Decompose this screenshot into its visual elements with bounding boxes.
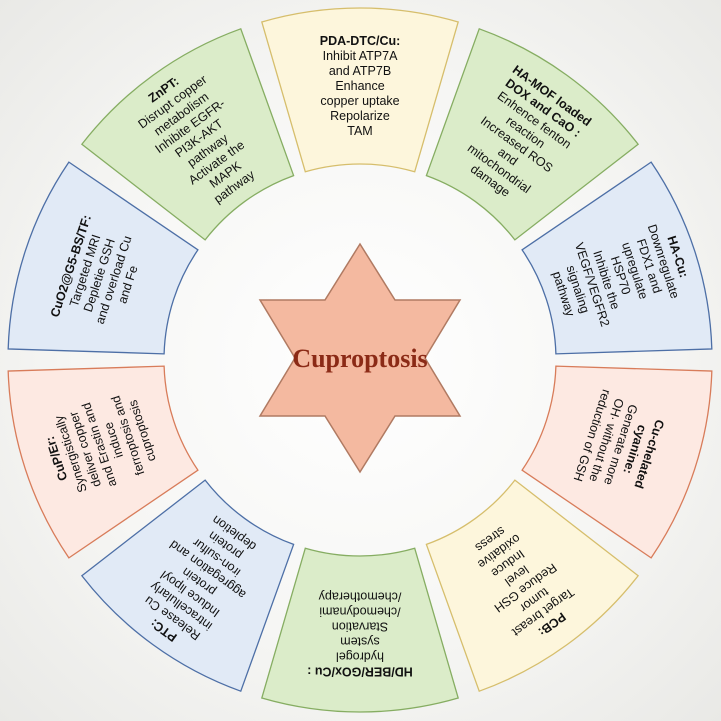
- petal-cup-er: CuP/Er:Synergisticallydeliver copperand …: [7, 365, 199, 559]
- petal-line: /chemodynami: [319, 605, 400, 619]
- petal-title: PDA-DTC/Cu:: [320, 34, 401, 48]
- petal-shape: [7, 161, 199, 355]
- petal-ptc: PTC:Release CuintracellularlyInduce lipo…: [80, 479, 295, 693]
- petal-shape: [80, 479, 295, 693]
- petal-line: Enhance: [335, 79, 384, 93]
- petal-shape: [425, 27, 640, 241]
- star-shape: [258, 242, 462, 474]
- petal-shape: [521, 161, 713, 355]
- petal-shape: [260, 547, 460, 713]
- petal-shape: [80, 27, 295, 241]
- petal-line: TAM: [347, 124, 372, 138]
- petal-cu-chelated: Cu-chelatedcyanine:Generate moreOH· with…: [521, 365, 713, 559]
- petal-hd-ber: HD/BER/GOx/Cu :hydrogelsystemStarvation/…: [260, 547, 460, 713]
- petal-line: Inhibit ATP7A: [323, 49, 398, 63]
- petal-ha-cu: HA-Cu:DownregulateFDX1 andupregulateHSP7…: [521, 161, 713, 355]
- petal-shape: [7, 365, 199, 559]
- center-star: Cuproptosis: [258, 242, 462, 474]
- petal-shape: [521, 365, 713, 559]
- petal-line: copper uptake: [320, 94, 399, 108]
- petal-title: HD/BER/GOx/Cu :: [307, 665, 413, 679]
- petal-shape: [425, 479, 640, 693]
- petal-shape: [260, 7, 460, 173]
- petal-text-cup-er: CuP/Er:Synergisticallydeliver copperand …: [36, 387, 162, 502]
- petal-line: /chemotherapy: [318, 590, 401, 604]
- petal-line: system: [340, 635, 380, 649]
- petal-line: Starvation: [332, 620, 388, 634]
- center-title: Cuproptosis: [292, 344, 427, 373]
- petal-line: hydrogel: [336, 650, 384, 664]
- petal-znpt: ZnPT:Disrupt coppermetabolismInhibite EG…: [80, 27, 295, 241]
- petal-text-hd-ber: HD/BER/GOx/Cu :hydrogelsystemStarvation/…: [307, 590, 413, 679]
- petal-cuo2: CuO2@G5-BS/TF:Targeted MRIDepletie GSHan…: [7, 161, 199, 355]
- petal-text-ptc: PTC:Release CuintracellularlyInduce lipo…: [123, 501, 275, 663]
- petal-line: Repolarize: [330, 109, 390, 123]
- petal-ha-mof: HA-MOF loadedDOX and CaO :Enhence fenton…: [425, 27, 640, 241]
- petal-pcb: PCB:Target breasttumorReduce GSHlevelInd…: [425, 479, 640, 693]
- petal-line: and ATP7B: [329, 64, 391, 78]
